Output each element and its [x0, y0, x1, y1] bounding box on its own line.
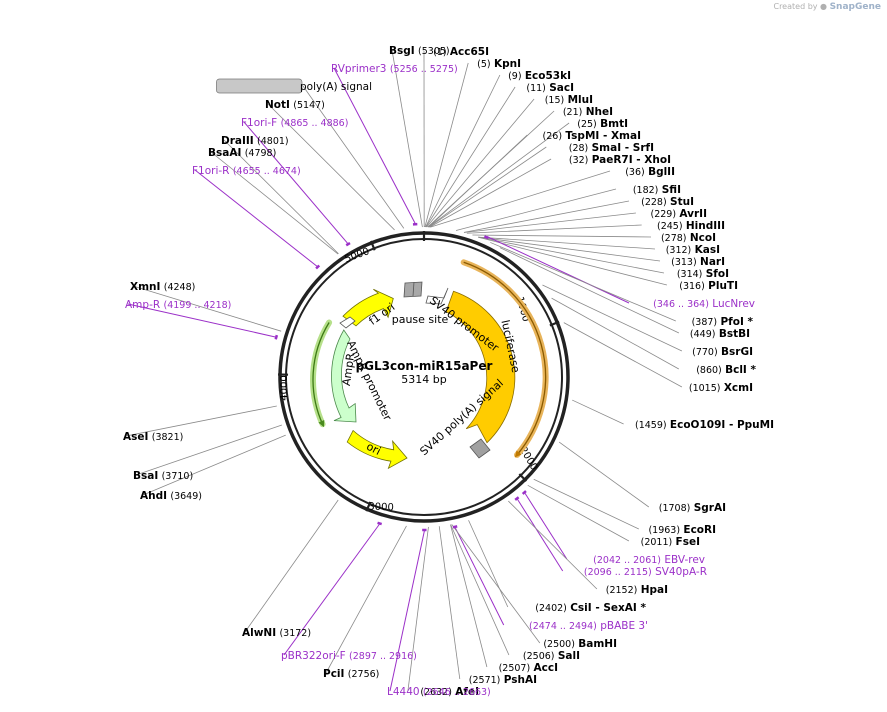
watermark-prefix: Created by — [773, 2, 817, 11]
site-label: (11) SacI — [526, 82, 574, 94]
site-label: (346 .. 364) LucNrev — [653, 298, 755, 310]
primer-marker — [346, 243, 350, 245]
site-label: (1708) SgrAI — [659, 502, 726, 514]
site-label: XmnI (4248) — [130, 281, 195, 293]
site-label: (228) StuI — [641, 196, 694, 208]
site-label: (278) NcoI — [661, 232, 716, 244]
site-label: (2571) PshAI — [469, 674, 537, 686]
leader-line — [390, 531, 424, 691]
polya-signal-box — [216, 79, 302, 93]
primer-marker — [276, 335, 277, 339]
leader-line — [528, 485, 629, 541]
leader-line — [572, 400, 623, 424]
site-label: (314) SfoI — [677, 268, 729, 280]
site-label: (1459) EcoO109I - PpuMI — [635, 419, 774, 431]
leader-line — [478, 237, 664, 273]
site-label: (313) NarI — [671, 256, 725, 268]
site-label: BsgI (5305) — [389, 45, 450, 57]
leader-line — [195, 170, 317, 266]
site-label: (2096 .. 2115) SV40pA-R — [584, 566, 707, 578]
site-label: (2474 .. 2494) pBABE 3' — [529, 620, 648, 632]
leader-line — [472, 235, 651, 237]
site-label: (2152) HpaI — [606, 584, 668, 596]
tick-label: 4000 — [279, 375, 290, 400]
site-label: NotI (5147) — [265, 99, 325, 111]
site-label: Amp-R (4199 .. 4218) — [125, 299, 231, 311]
tick-label: 5000 — [343, 246, 371, 265]
leader-line — [429, 147, 546, 227]
pause-site-label: pause site — [392, 313, 449, 326]
leader-line — [455, 528, 503, 625]
site-label: (25) BmtI — [577, 118, 628, 130]
site-label: (182) SfiI — [633, 184, 681, 196]
site-label: (2042 .. 2061) EBV-rev — [593, 554, 705, 566]
site-label: PciI (2756) — [323, 668, 379, 680]
site-label: (229) AvrII — [651, 208, 707, 220]
leader-line — [564, 323, 682, 387]
plasmid-length: 5314 bp — [401, 373, 446, 386]
site-label: (312) KasI — [666, 244, 720, 256]
leader-line — [450, 525, 486, 667]
primer-marker — [484, 236, 488, 238]
site-label: (449) BstBI — [690, 328, 750, 340]
site-label: (28) SmaI - SrfI — [569, 142, 654, 154]
site-label: DraIII (4801) — [221, 135, 289, 147]
site-label: (5) KpnI — [477, 58, 521, 70]
leader-line — [392, 50, 422, 227]
primer-marker — [378, 523, 382, 524]
site-label: (2507) AccI — [499, 662, 558, 674]
site-label: (15) MluI — [545, 94, 593, 106]
leader-line — [245, 500, 338, 632]
site-label: poly(A) signal — [300, 81, 372, 93]
site-label: (770) BsrGI — [692, 346, 753, 358]
site-label: (1015) XcmI — [689, 382, 753, 394]
site-label: (2011) FseI — [641, 536, 700, 548]
leader-line — [427, 99, 534, 227]
leader-line — [534, 479, 639, 529]
leader-line — [478, 237, 655, 249]
site-label: (1963) EcoRI — [648, 524, 716, 536]
watermark-brand: SnapGene — [830, 2, 881, 12]
site-label: pBR322ori-F (2897 .. 2916) — [281, 650, 417, 662]
site-label: BsaAI (4798) — [208, 147, 276, 159]
snapgene-logo-icon: ● — [820, 2, 827, 11]
snapgene-watermark: Created by ● SnapGene — [773, 2, 881, 12]
site-label: (860) BclI * — [696, 364, 756, 376]
site-label: L4440 (2646 .. 2663) — [387, 686, 491, 698]
site-label: AseI (3821) — [123, 431, 183, 443]
site-label: (2500) BamHI — [543, 638, 617, 650]
primer-marker — [453, 526, 457, 527]
site-label: (26) TspMI - XmaI — [543, 130, 641, 142]
site-label: (316) PluTI — [679, 280, 738, 292]
site-label: F1ori-F (4865 .. 4886) — [241, 117, 348, 129]
site-label: (245) HindIII — [657, 220, 725, 232]
site-label: (36) BglII — [625, 166, 675, 178]
site-label: RVprimer3 (5256 .. 5275) — [331, 63, 458, 75]
leader-line — [408, 527, 429, 691]
site-label: AlwNI (3172) — [242, 627, 311, 639]
plasmid-name: pGL3con-miR15aPer — [356, 359, 493, 373]
site-label: BsaI (3710) — [133, 470, 193, 482]
site-label: AhdI (3649) — [140, 490, 202, 502]
site-label: (2506) SalI — [523, 650, 580, 662]
site-label: (2402) CsiI - SexAI * — [535, 602, 646, 614]
site-label: (387) PfoI * — [692, 316, 754, 328]
site-label: (32) PaeR7I - XhoI — [569, 154, 671, 166]
site-label: (9) Eco53kI — [508, 70, 571, 82]
site-label: F1ori-R (4655 .. 4674) — [192, 165, 301, 177]
leader-line — [426, 87, 515, 227]
leader-line — [518, 499, 563, 571]
tick-label: 3000 — [368, 502, 394, 514]
site-label: (21) NheI — [563, 106, 613, 118]
